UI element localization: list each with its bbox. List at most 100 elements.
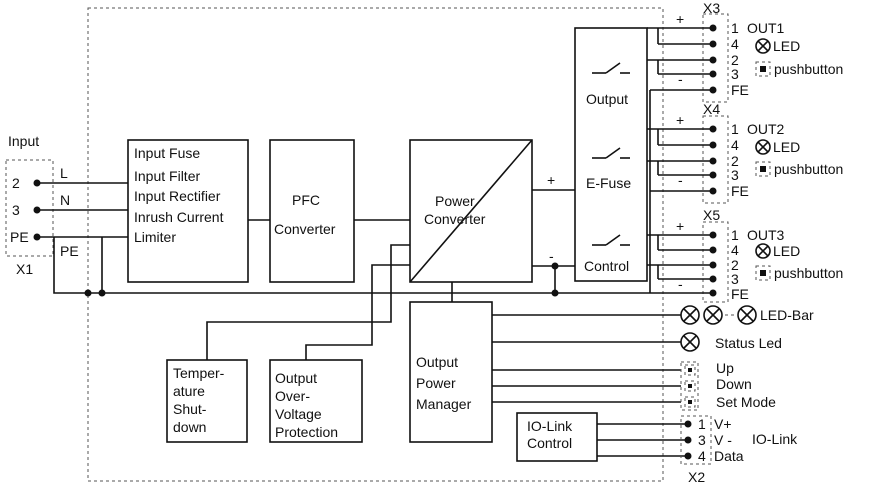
output-group-1: X3 + - 1 4 2 3 FE OUT1 LED pushbutton bbox=[647, 0, 843, 103]
out3-label: OUT3 bbox=[747, 227, 785, 243]
x2-pin-1: 1 bbox=[698, 416, 706, 432]
x5-pin-4: 4 bbox=[731, 242, 739, 258]
x2-pin-3: 3 bbox=[698, 432, 706, 448]
temp-line-1: Temper- bbox=[173, 365, 225, 381]
temp-line-4: down bbox=[173, 419, 206, 435]
x4-pin-4: 4 bbox=[731, 137, 739, 153]
output-group-2: X4 + - 1 4 2 3 FE OUT2 LED pushbutton bbox=[647, 101, 843, 204]
x2-label: X2 bbox=[688, 469, 705, 485]
terminal-dot bbox=[709, 289, 717, 297]
switch-icon bbox=[592, 234, 630, 246]
x3-pin-1: 1 bbox=[731, 20, 739, 36]
led-icon bbox=[755, 139, 771, 155]
line-label-l: L bbox=[60, 165, 68, 181]
terminal-dot bbox=[709, 70, 717, 78]
switch-icon bbox=[592, 147, 630, 159]
out1-pushbutton-label: pushbutton bbox=[774, 61, 843, 77]
x1-pin-pe: PE bbox=[10, 229, 29, 245]
iolink-line-1: IO-Link bbox=[527, 418, 573, 434]
ovp-line-2: Over- bbox=[275, 388, 310, 404]
buttons-outline bbox=[680, 361, 699, 411]
terminal-dot bbox=[684, 420, 692, 428]
output-power-manager-block bbox=[409, 301, 493, 443]
line-label-pe: PE bbox=[60, 243, 79, 259]
button-down-label: Down bbox=[716, 376, 752, 392]
ovp-block bbox=[269, 359, 363, 443]
out3-minus: - bbox=[678, 276, 683, 292]
power-converter-line-2: Converter bbox=[424, 211, 486, 227]
terminal-dot bbox=[709, 187, 717, 195]
pfc-converter-block bbox=[269, 139, 355, 283]
x3-connector-outline bbox=[702, 13, 729, 103]
pushbutton-icon bbox=[684, 380, 696, 392]
out2-minus: - bbox=[678, 172, 683, 188]
terminal-dot bbox=[709, 157, 717, 165]
x3-label: X3 bbox=[703, 0, 720, 16]
temp-line-2: ature bbox=[173, 383, 205, 399]
terminal-dot bbox=[709, 56, 717, 64]
efuse-output-label: Output bbox=[586, 91, 628, 107]
out1-label: OUT1 bbox=[747, 20, 785, 36]
switch-icon bbox=[592, 62, 630, 74]
pfc-line-1: PFC bbox=[292, 192, 320, 208]
out1-minus: - bbox=[678, 71, 683, 87]
x5-pin-2: 2 bbox=[731, 257, 739, 273]
opm-line-3: Manager bbox=[416, 396, 472, 412]
terminal-dot bbox=[709, 125, 717, 133]
led-icon bbox=[680, 305, 700, 325]
out3-led-label: LED bbox=[773, 243, 800, 259]
led-icon bbox=[680, 332, 700, 352]
out2-led-label: LED bbox=[773, 139, 800, 155]
efuse-efuse-label: E-Fuse bbox=[586, 175, 631, 191]
opm-line-2: Power bbox=[416, 375, 456, 391]
iolink-control-block bbox=[516, 412, 598, 462]
x5-pin-fe: FE bbox=[731, 286, 749, 302]
pushbutton-icon bbox=[755, 161, 771, 177]
out3-pushbutton-label: pushbutton bbox=[774, 265, 843, 281]
temperature-shutdown-block bbox=[166, 359, 248, 443]
x4-pin-3: 3 bbox=[731, 167, 739, 183]
status-led-label: Status Led bbox=[715, 335, 782, 351]
x3-pin-4: 4 bbox=[731, 36, 739, 52]
iolink-label: IO-Link bbox=[752, 431, 798, 447]
x3-pin-3: 3 bbox=[731, 66, 739, 82]
terminal-dot bbox=[684, 436, 692, 444]
efuse-control-label: Control bbox=[584, 258, 629, 274]
led-icon bbox=[703, 305, 723, 325]
rail-minus-label: - bbox=[549, 248, 554, 264]
out1-led-label: LED bbox=[773, 38, 800, 54]
x1-pin-2: 2 bbox=[12, 175, 20, 191]
power-converter-line-1: Power bbox=[435, 193, 475, 209]
iolink-vminus-label: V - bbox=[714, 432, 732, 448]
junction-dot bbox=[98, 289, 106, 297]
x4-pin-fe: FE bbox=[731, 183, 749, 199]
x2-connector-outline bbox=[680, 415, 712, 465]
out2-label: OUT2 bbox=[747, 121, 785, 137]
out2-pushbutton-label: pushbutton bbox=[774, 161, 843, 177]
out3-plus: + bbox=[676, 218, 684, 234]
device-enclosure bbox=[87, 7, 664, 482]
led-icon bbox=[755, 38, 771, 54]
led-icon bbox=[737, 305, 757, 325]
input-title: Input bbox=[8, 133, 39, 149]
iolink-line-2: Control bbox=[527, 435, 572, 451]
input-fuse-line-3: Input Rectifier bbox=[134, 188, 221, 204]
terminal-dot bbox=[709, 86, 717, 94]
terminal-dot bbox=[709, 275, 717, 283]
ovp-line-3: Voltage bbox=[275, 406, 322, 422]
terminal-dot bbox=[709, 231, 717, 239]
pushbutton-icon bbox=[684, 364, 696, 376]
terminal-dot bbox=[709, 141, 717, 149]
pushbutton-icon bbox=[684, 396, 696, 408]
iolink-data-label: Data bbox=[714, 448, 744, 464]
x2-pin-4: 4 bbox=[698, 448, 706, 464]
x4-pin-2: 2 bbox=[731, 153, 739, 169]
x3-pin-fe: FE bbox=[731, 82, 749, 98]
ovp-line-1: Output bbox=[275, 370, 317, 386]
junction-dot bbox=[551, 289, 559, 297]
x4-connector-outline bbox=[702, 115, 729, 204]
pushbutton-icon bbox=[755, 61, 771, 77]
temp-line-3: Shut- bbox=[173, 401, 207, 417]
out2-plus: + bbox=[676, 112, 684, 128]
x5-connector-outline bbox=[702, 221, 729, 303]
